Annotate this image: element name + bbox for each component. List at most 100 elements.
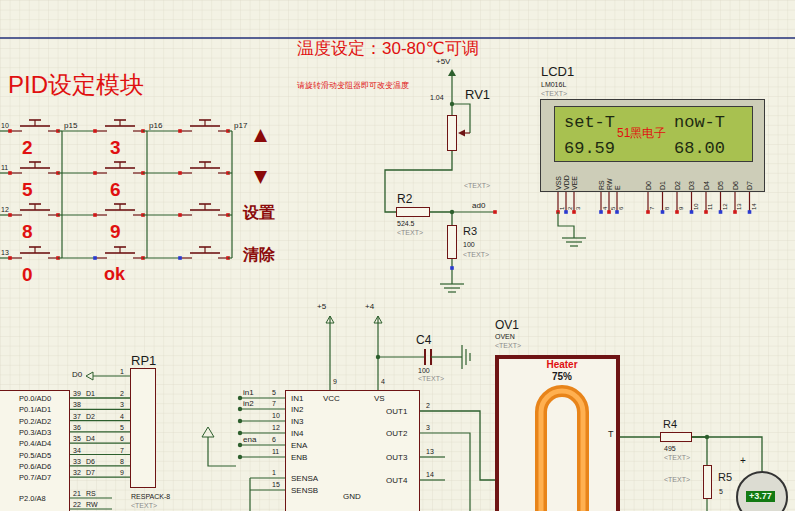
annotation-text: in2 (243, 400, 254, 408)
annotation-text: +4 (365, 303, 374, 311)
wire (378, 356, 425, 357)
push-button (114, 203, 126, 205)
pin-marker (719, 210, 723, 214)
wire (706, 499, 707, 511)
component-text: OV1 (495, 319, 519, 331)
annotation-text: 3 (110, 138, 121, 157)
component-text: P0.2/AD2 (19, 418, 51, 426)
annotation-text: 2 (426, 402, 430, 409)
resistor: R55<TEXT> (703, 465, 712, 499)
component-text: P0.3/AD3 (19, 429, 51, 437)
annotation-text: 7 (272, 400, 276, 407)
annotation-text: +5 (317, 303, 326, 311)
pin-stub (565, 192, 566, 212)
push-button (29, 119, 41, 121)
annotation-text: 清除 (243, 247, 275, 263)
component-text: P0.0/AD0 (19, 395, 51, 403)
component-text: SENSA (291, 475, 318, 483)
wire (146, 131, 147, 258)
ground-symbol (469, 353, 470, 361)
component-text: +3.77 (746, 491, 775, 502)
push-button (10, 214, 22, 215)
annotation-text: 15 (272, 481, 280, 488)
push-button (10, 172, 22, 173)
wire (420, 456, 445, 457)
wire (62, 130, 95, 131)
wire (240, 432, 285, 433)
wire (208, 437, 236, 466)
wire (240, 444, 285, 445)
annotation-text: 5 (610, 207, 616, 210)
pin-stub (600, 192, 601, 212)
push-button (29, 161, 41, 163)
wire (62, 257, 95, 258)
annotation-text: 100 (418, 367, 430, 374)
pin-marker (8, 129, 12, 133)
annotation-text: 36 (73, 424, 81, 431)
component-text: LM016L (541, 81, 566, 88)
annotation-text: 7 (120, 447, 124, 454)
push-button (199, 203, 211, 205)
push-button (95, 214, 107, 215)
ground-symbol (465, 349, 466, 365)
pin-marker (615, 210, 619, 214)
annotation-text: 7 (649, 207, 655, 210)
junction-dot (238, 431, 242, 435)
component-text: GND (343, 493, 361, 501)
ground-symbol (444, 287, 460, 288)
component-text: VS (374, 395, 385, 403)
component-text: D2 (674, 181, 681, 190)
component-text: ENA (291, 442, 307, 450)
ground-symbol (461, 345, 462, 369)
wire (147, 172, 180, 173)
junction-dot (238, 396, 242, 400)
component-text: D7 (746, 181, 753, 190)
component-text: P0.4/AD4 (19, 440, 51, 448)
component-text: R3 (463, 226, 477, 237)
push-button (95, 130, 107, 131)
component-text: 75% (527, 372, 597, 382)
component-text: OUT2 (386, 430, 407, 438)
component-text: 524.5 (397, 220, 415, 227)
push-button (34, 247, 35, 253)
wire (147, 257, 180, 258)
resistor: R2524.5<TEXT> (396, 207, 430, 217)
component-text: RESPACK-8 (131, 493, 170, 500)
pin-stub (662, 192, 663, 212)
annotation-text: ok (104, 265, 125, 283)
wire (62, 214, 95, 215)
wire (240, 456, 285, 457)
component-text: IN2 (291, 406, 303, 414)
annotation-text: 0 (22, 265, 33, 284)
pin-stub (557, 192, 558, 212)
pin-marker (450, 266, 454, 270)
wire (61, 131, 62, 258)
annotation-text: 4 (602, 207, 608, 210)
annotation-text: 5 (272, 389, 276, 396)
ground-symbol (570, 245, 578, 246)
annotation-text: 21 (73, 490, 81, 497)
annotation-text: ▼ (254, 168, 267, 185)
component-text: VEE (571, 176, 578, 190)
wire (147, 214, 180, 215)
annotation-text: 5 (22, 180, 33, 199)
annotation-text: 13 (426, 448, 434, 455)
resistor-pack: RP1RESPACK-8<TEXT> (130, 368, 156, 488)
annotation-text: 10 (272, 412, 280, 419)
push-button (204, 247, 205, 253)
push-button (119, 204, 120, 210)
annotation-text: 6 (272, 436, 276, 443)
push-button (119, 247, 120, 253)
annotation-text: ad0 (472, 202, 485, 210)
push-button (34, 204, 35, 210)
pin-marker (93, 213, 97, 217)
annotation-text: 6 (120, 435, 124, 442)
annotation-text: 22 (73, 501, 81, 508)
wire (420, 433, 470, 511)
heater-element (541, 391, 583, 511)
annotation-text: D2 (86, 413, 95, 420)
pin-marker (93, 256, 97, 260)
pin-marker (572, 210, 576, 214)
annotation-text: 4 (381, 378, 385, 385)
annotation-text: 33 (73, 458, 81, 465)
